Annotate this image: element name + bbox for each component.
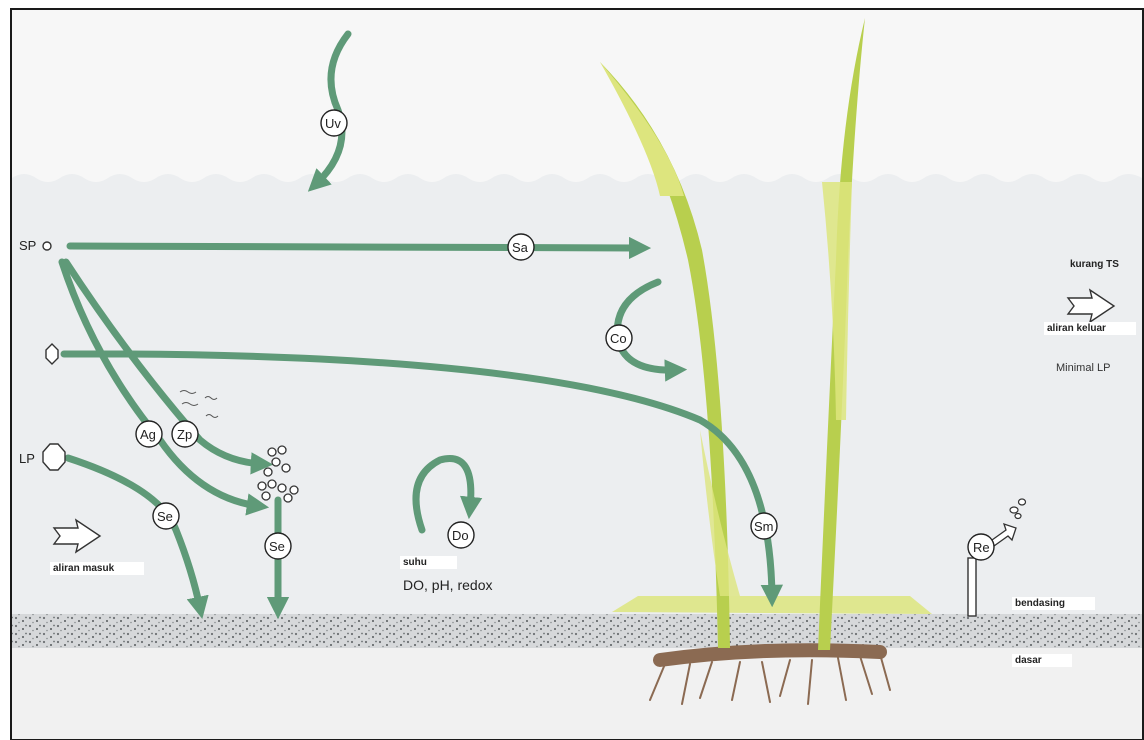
kurang-ts-label: kurang TS xyxy=(1070,259,1119,270)
se-left-label: Se xyxy=(157,509,173,524)
lp-label: LP xyxy=(19,451,35,466)
bendasing-label: bendasing xyxy=(1012,597,1095,610)
lp-particle xyxy=(43,444,65,470)
uv-label: Uv xyxy=(325,116,341,131)
resuspension-pipe xyxy=(968,558,976,616)
zp-label: Zp xyxy=(177,427,192,442)
minimal-lp-label: Minimal LP xyxy=(1056,362,1110,374)
dasar-label: dasar xyxy=(1012,654,1072,667)
sp-label: SP xyxy=(19,238,36,253)
aliran-keluar-label: aliran keluar xyxy=(1044,322,1136,335)
sp-particle xyxy=(43,242,51,250)
sa-label: Sa xyxy=(512,240,528,255)
re-label: Re xyxy=(973,540,990,555)
se-mid-label: Se xyxy=(269,539,285,554)
co-label: Co xyxy=(610,331,627,346)
sm-label: Sm xyxy=(754,519,774,534)
bottom-layer xyxy=(12,648,1142,739)
ag-label: Ag xyxy=(140,427,156,442)
sa-arrow xyxy=(70,246,640,248)
do-ph-redox-label: DO, pH, redox xyxy=(403,577,492,593)
suhu-label: suhu xyxy=(400,556,457,569)
sediment-layer xyxy=(12,614,1142,648)
aliran-masuk-label: aliran masuk xyxy=(50,562,144,575)
do-label: Do xyxy=(452,528,469,543)
